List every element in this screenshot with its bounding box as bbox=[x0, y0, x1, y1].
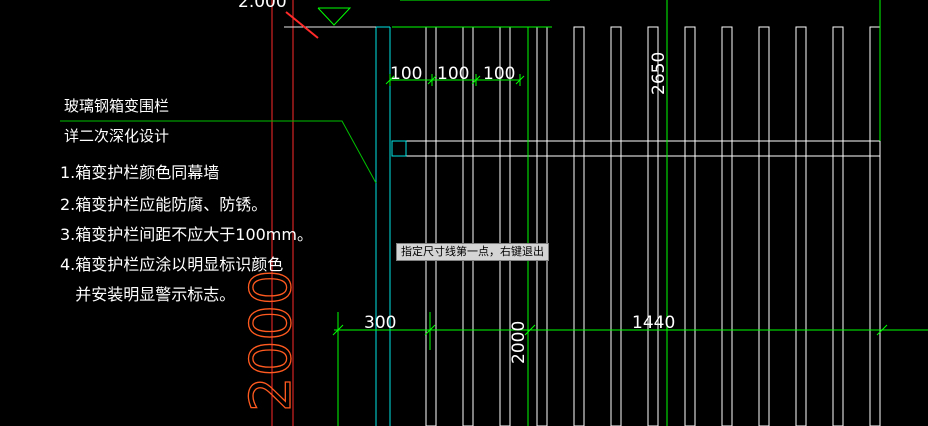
fence-bar bbox=[647, 26, 659, 426]
post-height-label: 2000 bbox=[509, 321, 529, 364]
fence-bar bbox=[758, 26, 770, 426]
elevation-tick bbox=[285, 11, 319, 39]
fence-bar bbox=[721, 26, 733, 426]
total-width-label: 1440 bbox=[632, 313, 675, 333]
spacing-label-3: 100 bbox=[483, 64, 515, 84]
note-item-5: 并安装明显警示标志。 bbox=[60, 285, 235, 304]
spacing-label-1: 100 bbox=[390, 64, 422, 84]
left-width-label: 300 bbox=[364, 313, 396, 333]
spacing-label-2: 100 bbox=[437, 64, 469, 84]
notes-subtitle: 详二次深化设计 bbox=[64, 127, 169, 145]
fence-bar bbox=[795, 26, 807, 426]
bottom-dimension: 300 1440 bbox=[332, 312, 928, 426]
horizontal-rail bbox=[391, 140, 881, 157]
fence-bar bbox=[610, 26, 622, 426]
fence-bars bbox=[425, 26, 881, 426]
elevation-marker: 2.000 bbox=[238, 0, 376, 39]
command-prompt-tooltip: 指定尺寸线第一点，右键退出 bbox=[396, 243, 549, 261]
fence-bar bbox=[832, 26, 844, 426]
fence-bar bbox=[573, 26, 585, 426]
notes-block: 玻璃钢箱变围栏 详二次深化设计 1.箱变护栏颜色同幕墙 2.箱变护栏应能防腐、防… bbox=[60, 97, 313, 304]
big-height-label: 2000 bbox=[239, 269, 304, 412]
main-post bbox=[375, 26, 391, 426]
note-item-2: 2.箱变护栏应能防腐、防锈。 bbox=[60, 195, 267, 214]
fence-bar bbox=[684, 26, 696, 426]
fence-height-label: 2650 bbox=[649, 52, 669, 95]
note-item-4: 4.箱变护栏应涂以明显标识颜色 bbox=[60, 255, 283, 274]
note-item-1: 1.箱变护栏颜色同幕墙 bbox=[60, 163, 219, 182]
note-leader-line bbox=[60, 120, 377, 184]
fence-bar bbox=[869, 26, 881, 426]
spacing-dimension: 100 100 100 bbox=[385, 64, 525, 86]
notes-title: 玻璃钢箱变围栏 bbox=[64, 97, 169, 115]
note-item-3: 3.箱变护栏间距不应大于100mm。 bbox=[60, 225, 313, 244]
top-elevation-text: 2.000 bbox=[238, 0, 287, 12]
rail-end-cap bbox=[391, 140, 407, 157]
